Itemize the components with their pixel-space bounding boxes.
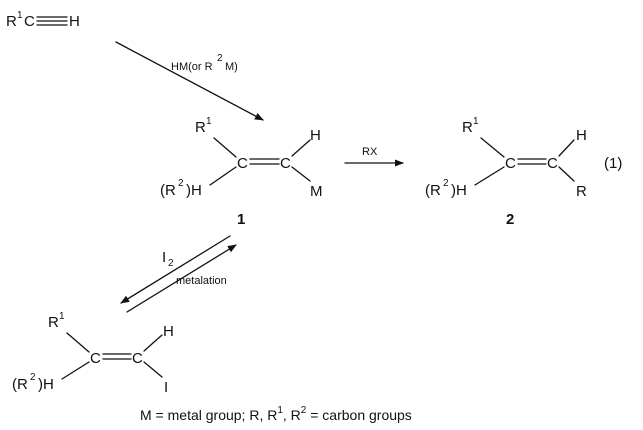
c1-carbon-right: C <box>280 155 291 172</box>
vi-iodine-label: I <box>164 379 168 396</box>
vi-hydrogen-label: H <box>163 323 174 340</box>
alkyne-r1-superscript: 1 <box>17 10 23 21</box>
vi-r2h-open-label: (R <box>12 376 28 393</box>
c1-r2-superscript: 2 <box>178 178 184 189</box>
iodine-reagent: I 2 <box>162 249 174 269</box>
caption-sup-1: 1 <box>277 405 283 416</box>
vi-r2h-close-label: )H <box>38 376 54 393</box>
c1-r1-superscript: 1 <box>206 116 212 127</box>
c1-metal-label: M <box>310 183 323 200</box>
vinylmetal-compound-1: R 1 (R 2 )H C C H M 1 <box>160 116 323 228</box>
c1-r2h-close-label: )H <box>186 182 202 199</box>
vi-r2-superscript: 2 <box>30 372 36 383</box>
reagent-i2-subscript: 2 <box>168 258 174 269</box>
hydrometalation-reagent: HM(or R 2 M) <box>171 53 238 73</box>
c2-r1-label: R <box>462 119 473 136</box>
reagent-rx-label: RX <box>362 146 378 158</box>
vi-bond-i <box>143 361 163 378</box>
compound-number-1: 1 <box>237 211 245 228</box>
vi-r1-label: R <box>48 314 59 331</box>
vinyl-iodide: R 1 (R 2 )H C C H I <box>12 311 174 396</box>
caption-text: M = metal group; R, R1, R2 = carbon grou… <box>140 405 412 423</box>
vi-r1-superscript: 1 <box>59 311 65 322</box>
caption-sup-2: 2 <box>301 405 307 416</box>
c2-hydrogen-label: H <box>576 127 587 144</box>
vi-carbon-left: C <box>90 350 101 367</box>
reagent-m-label: M) <box>225 61 238 73</box>
alkyne-r1-label: R <box>6 13 17 30</box>
hydrometalation-arrow <box>115 41 264 121</box>
c2-carbon-left: C <box>505 155 516 172</box>
c2-bond-h <box>558 139 575 157</box>
vi-bond-r2h <box>61 361 90 380</box>
vi-bond-h <box>143 334 163 352</box>
c1-bond-m <box>291 166 311 182</box>
metalation-label: metalation <box>176 275 227 287</box>
c2-r2h-open-label: (R <box>425 182 441 199</box>
alkyne-carbon-label: C <box>24 13 35 30</box>
c2-carbon-right: C <box>547 155 558 172</box>
c2-bond-r <box>558 166 575 182</box>
c2-r-label: R <box>576 183 587 200</box>
metalation-arrow <box>126 244 237 313</box>
reagent-hm-label: HM(or R <box>171 61 213 73</box>
c2-bond-r1 <box>480 137 505 158</box>
caption-part-c: = carbon groups <box>306 407 411 423</box>
c1-hydrogen-label: H <box>310 127 321 144</box>
c1-bond-h <box>291 139 311 157</box>
vi-bond-r1 <box>66 332 90 353</box>
c1-bond-r2h <box>209 166 237 186</box>
alkene-product-2: R 1 (R 2 )H C C H R 2 (1) <box>425 116 622 228</box>
caption-part-a: M = metal group; R, R <box>140 407 277 423</box>
vi-carbon-right: C <box>132 350 143 367</box>
c2-r2h-close-label: )H <box>451 182 467 199</box>
alkyne-hydrogen-label: H <box>69 13 80 30</box>
c1-carbon-left: C <box>237 155 248 172</box>
c1-r1-label: R <box>195 119 206 136</box>
c2-r1-superscript: 1 <box>473 116 479 127</box>
compound-number-2: 2 <box>506 211 514 228</box>
c2-bond-r2h <box>474 166 505 186</box>
equation-number: (1) <box>604 155 622 172</box>
c1-r2h-open-label: (R <box>160 182 176 199</box>
legend-caption: M = metal group; R, R1, R2 = carbon grou… <box>140 405 412 423</box>
reagent-i2-label: I <box>162 249 166 266</box>
reagent-r2-superscript: 2 <box>217 53 223 64</box>
caption-part-b: , R <box>283 407 301 423</box>
iodination-arrow <box>120 235 231 304</box>
c2-r2-superscript: 2 <box>443 178 449 189</box>
terminal-alkyne: R 1 C H <box>6 10 80 30</box>
c1-bond-r1 <box>213 137 237 158</box>
